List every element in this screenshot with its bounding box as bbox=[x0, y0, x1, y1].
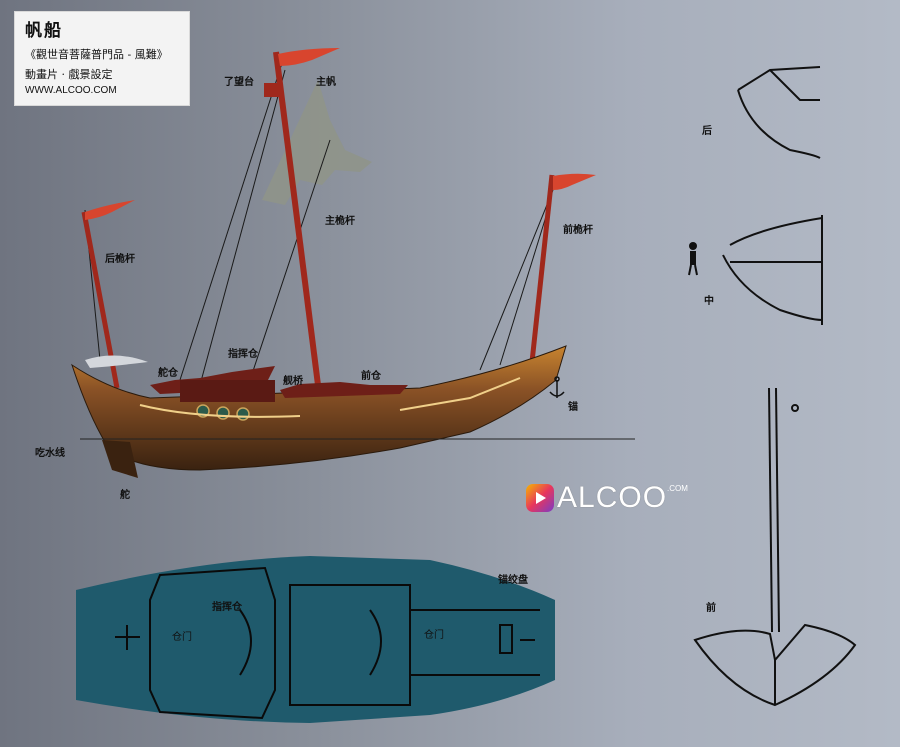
deck-plan-sketch bbox=[115, 566, 540, 720]
label-section-mid: 中 bbox=[704, 296, 714, 307]
play-logo-icon bbox=[526, 484, 554, 512]
label-main-mast: 主桅杆 bbox=[325, 216, 355, 227]
site-url: WWW.ALCOO.COM bbox=[25, 85, 117, 96]
main-flag bbox=[278, 48, 340, 66]
rudder-blade bbox=[102, 440, 138, 478]
label-door-right: 仓门 bbox=[424, 630, 444, 641]
label-main-sail: 主帆 bbox=[316, 77, 336, 88]
deck-plan bbox=[76, 556, 555, 723]
porthole bbox=[236, 407, 250, 421]
subtitle-2: 動畫片 · 戲景設定 bbox=[25, 68, 113, 81]
front-mast bbox=[529, 174, 555, 363]
rear-sail bbox=[85, 355, 148, 368]
label-rudder: 舵 bbox=[120, 490, 130, 501]
label-command-cabin: 指挥仓 bbox=[228, 349, 258, 360]
label-door-left: 仓门 bbox=[172, 632, 192, 643]
label-anchor: 锚 bbox=[568, 402, 578, 413]
subtitle: 《觀世音菩薩普門品 - 風難》 bbox=[25, 48, 168, 61]
logo-text: ALCOO bbox=[557, 481, 668, 514]
label-section-front: 前 bbox=[706, 603, 716, 614]
main-sail bbox=[262, 80, 372, 205]
label-bridge: 舰桥 bbox=[283, 376, 303, 387]
label-waterline: 吃水线 bbox=[35, 448, 65, 459]
person-scale-icon bbox=[688, 242, 698, 276]
title-card: 帆船 《觀世音菩薩普門品 - 風難》 動畫片 · 戲景設定 WWW.ALCOO.… bbox=[14, 11, 190, 106]
section-rear bbox=[737, 66, 821, 159]
alcoo-logo: ALCOO .COM bbox=[526, 481, 688, 515]
command-cabin-body bbox=[180, 380, 275, 402]
label-windlass: 锚绞盘 bbox=[498, 575, 528, 586]
lookout-platform bbox=[264, 83, 280, 97]
label-front-cabin: 前仓 bbox=[361, 371, 381, 382]
page-title: 帆船 bbox=[25, 21, 63, 41]
section-front bbox=[693, 387, 857, 707]
main-mast bbox=[273, 51, 321, 386]
front-flag bbox=[553, 173, 596, 190]
label-lookout: 了望台 bbox=[224, 77, 254, 88]
hull bbox=[71, 345, 567, 471]
label-rear-mast: 后桅杆 bbox=[105, 254, 135, 265]
label-front-mast: 前桅杆 bbox=[563, 225, 593, 236]
porthole bbox=[216, 406, 230, 420]
anchor-icon bbox=[549, 376, 565, 398]
hull-pattern bbox=[139, 377, 521, 418]
label-section-rear: 后 bbox=[702, 126, 712, 137]
logo-suffix: .COM bbox=[667, 484, 688, 493]
label-rudder-cabin: 舵仓 bbox=[158, 368, 178, 379]
rigging bbox=[84, 59, 554, 386]
rear-flag bbox=[85, 200, 135, 220]
section-mid bbox=[722, 215, 823, 325]
label-plan-command: 指挥仓 bbox=[212, 602, 242, 613]
bridge bbox=[280, 382, 408, 398]
